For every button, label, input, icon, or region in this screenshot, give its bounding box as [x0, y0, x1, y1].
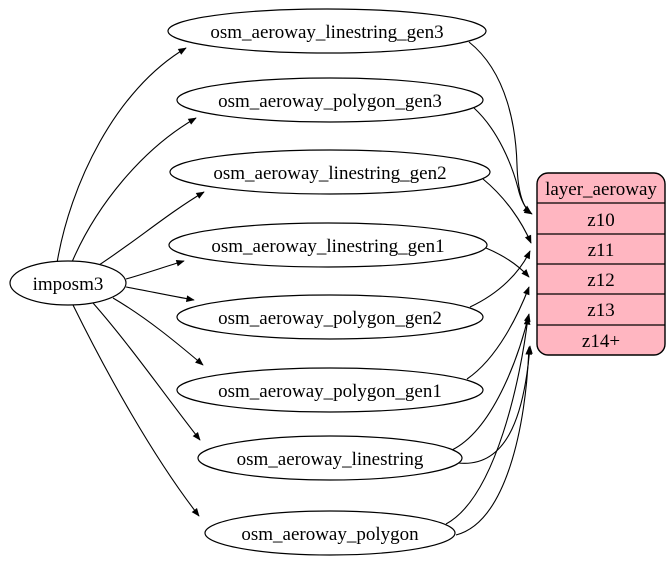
table-label: osm_aeroway_linestring_gen3	[210, 22, 443, 43]
node-imposm3: imposm3	[9, 260, 127, 306]
edge-imposm3-osm_aeroway_linestring	[92, 302, 201, 441]
edge-imposm3-osm_aeroway_linestring_gen2	[95, 191, 205, 268]
node-osm_aeroway_linestring_gen1: osm_aeroway_linestring_gen1	[168, 222, 488, 268]
layer-row-label: z13	[587, 300, 614, 321]
table-ellipse	[176, 367, 484, 413]
layer-row-label: z10	[587, 210, 614, 231]
edge-imposm3-osm_aeroway_polygon_gen1	[112, 297, 204, 366]
edge-imposm3-osm_aeroway_linestring_gen3	[56, 47, 187, 264]
table-ellipse	[168, 222, 488, 268]
layer-row-z11: z11	[588, 240, 615, 261]
table-ellipse	[176, 294, 484, 340]
node-osm_aeroway_polygon_gen1: osm_aeroway_polygon_gen1	[176, 367, 484, 413]
table-label: osm_aeroway_polygon_gen1	[218, 381, 442, 402]
node-osm_aeroway_linestring_gen3: osm_aeroway_linestring_gen3	[167, 8, 487, 54]
edge-osm_aeroway_linestring-z13	[451, 313, 531, 451]
node-osm_aeroway_linestring: osm_aeroway_linestring	[197, 435, 463, 481]
edges-to-layer	[445, 41, 533, 536]
edge-osm_aeroway_polygon_gen2-z11	[469, 250, 531, 308]
imposm3-ellipse	[9, 260, 127, 306]
edge-imposm3-osm_aeroway_polygon_gen2	[125, 286, 195, 302]
table-label: osm_aeroway_linestring_gen1	[211, 236, 444, 257]
edge-osm_aeroway_linestring_gen2-z11	[482, 178, 532, 244]
edge-osm_aeroway_polygon_gen3-z10	[473, 107, 532, 214]
edge-osm_aeroway_linestring_gen1-z12	[485, 247, 530, 278]
edge-osm_aeroway_polygon_gen1-z12	[466, 286, 530, 380]
edge-imposm3-osm_aeroway_polygon_gen3	[71, 117, 197, 263]
table-ellipse	[167, 8, 487, 54]
imposm3-label: imposm3	[33, 274, 104, 295]
table-ellipse	[169, 149, 491, 195]
node-osm_aeroway_linestring_gen2: osm_aeroway_linestring_gen2	[169, 149, 491, 195]
table-label: osm_aeroway_polygon_gen3	[218, 91, 442, 112]
edge-imposm3-osm_aeroway_polygon	[72, 304, 200, 517]
node-osm_aeroway_polygon_gen2: osm_aeroway_polygon_gen2	[176, 294, 484, 340]
layer-row-label: z12	[587, 270, 614, 291]
edges-from-source	[56, 47, 205, 517]
layer-row-z14: z14+	[582, 331, 620, 352]
edge-osm_aeroway_polygon-z14	[455, 346, 533, 536]
edge-osm_aeroway_polygon-z13	[445, 316, 531, 525]
edge-imposm3-osm_aeroway_linestring_gen1	[125, 259, 185, 280]
layer-row-label: z11	[588, 240, 615, 261]
layer-title: layer_aeroway	[545, 179, 657, 200]
table-label: osm_aeroway_polygon_gen2	[218, 308, 442, 329]
layer-row-label: z14+	[582, 331, 620, 352]
node-osm_aeroway_polygon_gen3: osm_aeroway_polygon_gen3	[176, 77, 484, 123]
table-ellipse	[176, 77, 484, 123]
node-osm_aeroway_polygon: osm_aeroway_polygon	[204, 510, 456, 556]
table-ellipse	[204, 510, 456, 556]
layer-row-z12: z12	[587, 270, 614, 291]
layer-row-z10: z10	[587, 210, 614, 231]
table-label: osm_aeroway_linestring	[237, 449, 424, 470]
node-layer_aeroway: layer_aeroway z10 z11 z12 z13 z14+	[536, 172, 666, 356]
table-ellipse	[197, 435, 463, 481]
table-label: osm_aeroway_linestring_gen2	[213, 163, 446, 184]
layer-row-z13: z13	[587, 300, 614, 321]
table-label: osm_aeroway_polygon	[241, 524, 419, 545]
edge-osm_aeroway_linestring_gen3-z10	[468, 41, 533, 215]
